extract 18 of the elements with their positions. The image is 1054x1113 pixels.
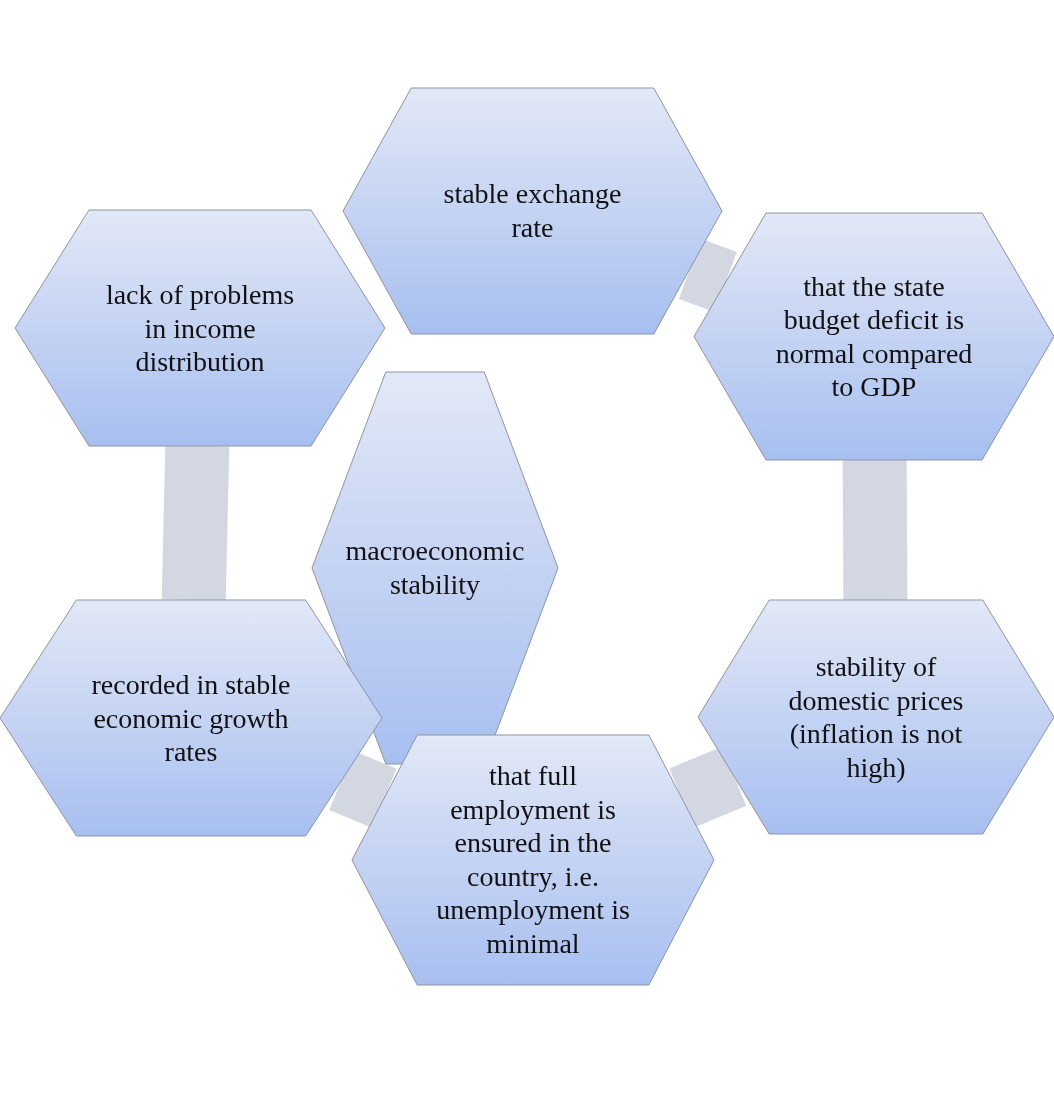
connector-band [669, 746, 747, 828]
node-text: that full employment is ensured in the country, i.e. unemployment is minimal [435, 759, 631, 961]
hexagon [15, 210, 385, 446]
node-text: recorded in stable economic growth rates [90, 667, 292, 769]
node-text: that the state budget deficit is normal compared to GDP [774, 269, 974, 404]
hexagon [0, 600, 382, 836]
node-text: stability of domestic prices (inflation is not high) [787, 649, 965, 785]
hexagon [312, 372, 558, 764]
hexagon [698, 600, 1054, 834]
hexagon [694, 213, 1054, 460]
node-text: stable exchange rate [442, 177, 623, 245]
node-text: macroeconomic stability [344, 534, 526, 602]
connector-band [842, 459, 908, 601]
hexagon [352, 735, 714, 985]
connector-band [678, 238, 737, 313]
node-text: lack of problems in income distribution [105, 277, 295, 379]
connector-band [161, 445, 230, 601]
hexagon [343, 88, 722, 334]
